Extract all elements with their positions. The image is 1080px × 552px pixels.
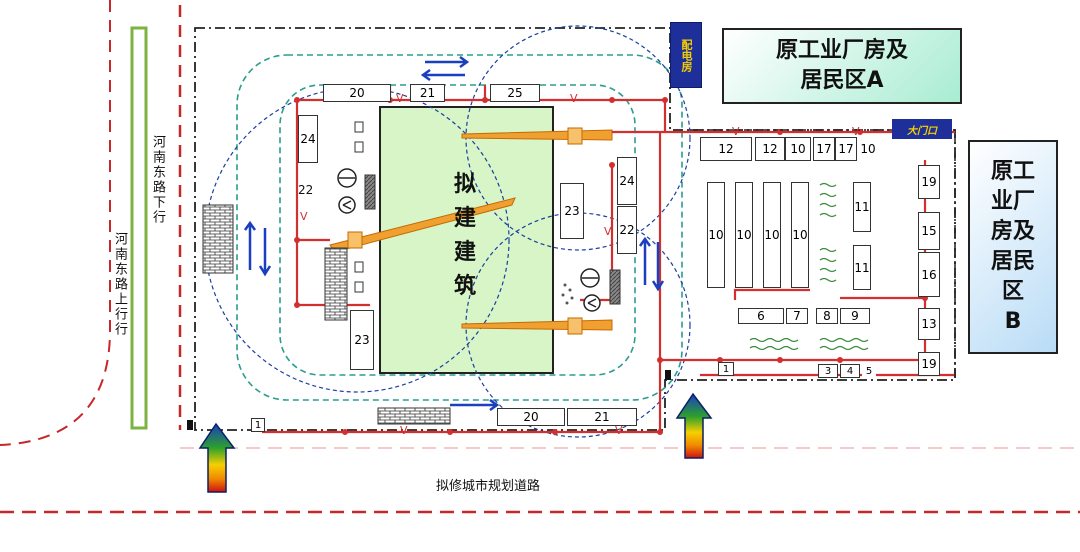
facility-24-left: 24 xyxy=(298,115,318,163)
valve-mark: V xyxy=(604,225,612,238)
facility-20-top: 20 xyxy=(323,84,391,102)
facility-1-right: 1 xyxy=(718,362,734,376)
facility-21-top: 21 xyxy=(410,84,445,102)
facility-1-gate: 1 xyxy=(251,418,265,432)
power-room: 配电房 xyxy=(670,22,702,88)
facility-13: 13 xyxy=(918,308,940,340)
material-box-2 xyxy=(609,269,621,305)
pipeline-network xyxy=(262,85,955,434)
facility-25: 25 xyxy=(490,84,540,102)
facility-23-left: 23 xyxy=(350,310,374,370)
facility-11a: 11 xyxy=(853,182,871,232)
green-storage xyxy=(749,182,869,351)
facility-4: 4 xyxy=(840,364,860,378)
entrance-arrow-left xyxy=(198,422,236,493)
facility-15: 15 xyxy=(918,212,940,250)
facility-20-bottom: 20 xyxy=(497,408,565,426)
facility-12a: 12 xyxy=(700,137,752,161)
road-label-down: 河南东路下行 xyxy=(150,135,165,225)
crane-arm-3 xyxy=(461,317,613,335)
facility-12b: 12 xyxy=(755,137,785,161)
facility-22-right: 22 xyxy=(617,206,637,254)
area-b-text: 原工 xyxy=(990,159,1035,184)
facility-8: 8 xyxy=(816,308,838,324)
facility-10-end: 10 xyxy=(857,137,879,161)
green-strip xyxy=(130,26,148,430)
area-b-text: 区 xyxy=(1001,279,1024,304)
road-label-bottom: 拟修城市规划道路 xyxy=(436,479,541,494)
gravel-pile xyxy=(561,283,574,305)
green-ring-outer xyxy=(236,54,683,401)
facility-24-right: 24 xyxy=(617,157,637,205)
building-label: 拟 建 建 筑 xyxy=(450,168,480,304)
gate-marker-left xyxy=(187,420,193,430)
facility-22-left: 22 xyxy=(298,183,314,197)
facility-23-right: 23 xyxy=(560,183,584,239)
facility-17a: 17 xyxy=(813,137,835,161)
building-char: 拟 xyxy=(453,172,476,197)
road-label-up: 河南东路上行行 xyxy=(112,232,127,337)
mixer-symbol-2 xyxy=(580,268,601,312)
brick-pile-2 xyxy=(324,247,348,321)
valve-mark: V xyxy=(300,210,308,223)
facility-5: 5 xyxy=(862,364,876,378)
facility-19-top: 19 xyxy=(918,165,940,199)
facility-3: 3 xyxy=(818,364,838,378)
valve-mark: V xyxy=(400,424,408,437)
facility-7: 7 xyxy=(786,308,808,324)
crane-arm-2 xyxy=(461,127,613,145)
building-char: 筑 xyxy=(453,274,476,299)
facility-17b: 17 xyxy=(835,137,857,161)
area-b-text: 房及 xyxy=(990,219,1035,244)
area-b-text: B xyxy=(1004,309,1022,334)
area-b-box: 原工 业厂 房及 居民 区 B xyxy=(968,140,1058,354)
area-b-text: 业厂 xyxy=(990,189,1035,214)
gate-marker-right xyxy=(665,370,671,380)
mixer-symbol-1 xyxy=(337,168,357,214)
facility-10-row: 10 xyxy=(785,137,811,161)
facility-10-bar: 10 xyxy=(707,182,725,288)
area-a-line2: 居民区A xyxy=(800,68,884,93)
facility-9: 9 xyxy=(840,308,870,324)
facility-10-bar: 10 xyxy=(791,182,809,288)
area-a-line1: 原工业厂房及 xyxy=(775,38,908,63)
facility-16: 16 xyxy=(918,252,940,297)
facility-11b: 11 xyxy=(853,245,871,290)
valve-mark: V xyxy=(852,125,860,138)
valve-mark: V xyxy=(570,92,578,105)
entrance-arrow-right xyxy=(675,392,713,459)
valve-mark: V xyxy=(615,424,623,437)
valve-mark: V xyxy=(732,125,740,138)
building-char: 建 xyxy=(453,240,476,265)
traffic-arrows xyxy=(243,55,665,412)
road-edge-left-outer xyxy=(0,0,111,446)
facility-fence xyxy=(690,129,956,378)
material-box-1 xyxy=(364,174,376,210)
facility-10-bar: 10 xyxy=(735,182,753,288)
facility-19-bottom: 19 xyxy=(918,352,940,376)
facility-6: 6 xyxy=(738,308,784,324)
area-b-text: 居民 xyxy=(990,249,1035,274)
valve-mark: V xyxy=(396,92,404,105)
brick-pile-3 xyxy=(377,407,451,425)
brick-pile-1 xyxy=(202,204,234,274)
facility-10-bar: 10 xyxy=(763,182,781,288)
pump-symbols xyxy=(354,121,364,293)
building-char: 建 xyxy=(453,206,476,231)
facility-21-bottom: 21 xyxy=(567,408,637,426)
top-right-gate-label: 大门口 xyxy=(892,119,952,139)
area-a-box: 原工业厂房及 居民区A xyxy=(722,28,962,104)
